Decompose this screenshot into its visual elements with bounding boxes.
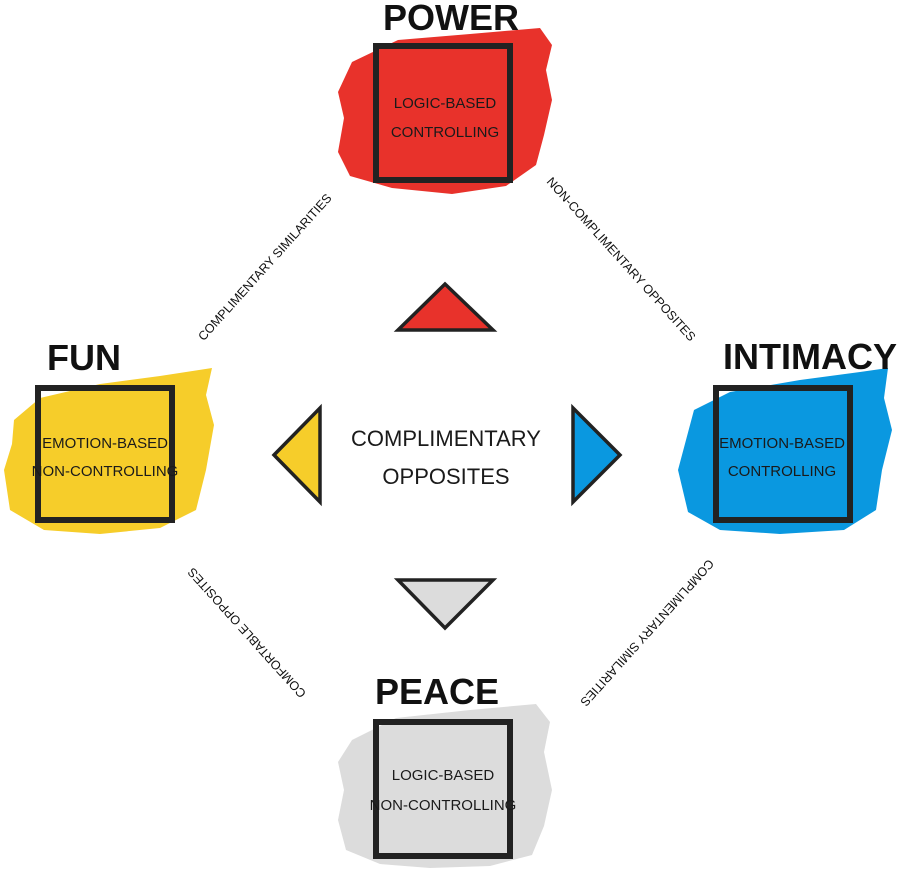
peace-title: PEACE <box>375 671 499 712</box>
node-fun: FUN EMOTION-BASED NON-CONTROLLING <box>4 337 214 534</box>
triangle-up-power <box>393 281 498 332</box>
intimacy-line1: EMOTION-BASED <box>719 435 845 452</box>
fun-frame <box>35 385 175 523</box>
peace-paint-stroke <box>338 704 552 868</box>
edge-label-fun-peace: COMFORTABLE OPPOSITES <box>185 565 309 700</box>
center-label-line1: COMPLIMENTARY <box>351 426 541 451</box>
fun-line2: NON-CONTROLLING <box>32 463 179 480</box>
edge-label-fun-power: COMPLIMENTARY SIMILARITIES <box>195 191 334 343</box>
fun-line1: EMOTION-BASED <box>42 435 168 452</box>
edge-label-power-intimacy: NON-COMPLIMENTARY OPPOSITES <box>544 175 698 344</box>
power-frame <box>373 43 513 183</box>
power-title: POWER <box>383 0 519 38</box>
intimacy-frame <box>713 385 853 523</box>
center-label-line2: OPPOSITES <box>382 464 509 489</box>
peace-line1: LOGIC-BASED <box>392 767 495 784</box>
fun-title: FUN <box>47 337 121 378</box>
peace-line2: NON-CONTROLLING <box>370 797 517 814</box>
node-power: POWER LOGIC-BASED CONTROLLING <box>338 0 552 194</box>
intimacy-paint-stroke <box>678 368 892 534</box>
triangle-down-peace <box>393 578 498 631</box>
power-line1: LOGIC-BASED <box>394 95 497 112</box>
peace-frame <box>373 719 513 859</box>
edge-label-intimacy-peace: COMPLIMENTARY SIMILARITIES <box>577 556 716 708</box>
intimacy-line2: CONTROLLING <box>728 463 836 480</box>
intimacy-title: INTIMACY <box>723 336 897 377</box>
node-intimacy: INTIMACY EMOTION-BASED CONTROLLING <box>678 336 897 534</box>
power-paint-stroke <box>338 28 552 194</box>
triangle-left-fun <box>271 403 322 507</box>
power-line2: CONTROLLING <box>391 124 499 141</box>
triangle-right-intimacy <box>571 403 623 507</box>
fun-paint-stroke <box>4 368 214 534</box>
node-peace: PEACE LOGIC-BASED NON-CONTROLLING <box>338 671 552 868</box>
